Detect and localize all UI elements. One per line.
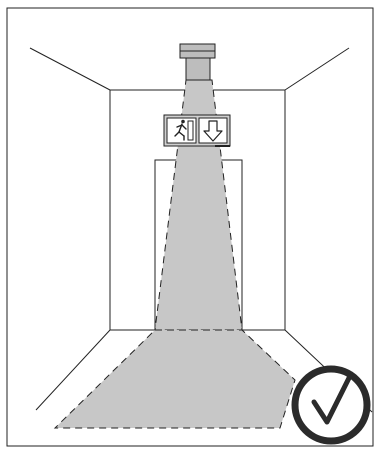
checkmark-badge xyxy=(291,365,371,445)
ceiling-edge-left xyxy=(29,47,111,91)
exit-sign xyxy=(163,114,231,147)
ceiling-light-fixture-icon xyxy=(179,43,216,81)
ceiling-edge-right xyxy=(284,47,350,91)
light-beam-floor xyxy=(53,329,296,429)
outer-border xyxy=(6,7,374,447)
running-man-exit-icon xyxy=(174,119,194,141)
checkmark-icon xyxy=(311,371,354,425)
floor-edge-left xyxy=(35,329,111,411)
down-arrow-icon xyxy=(203,120,223,142)
